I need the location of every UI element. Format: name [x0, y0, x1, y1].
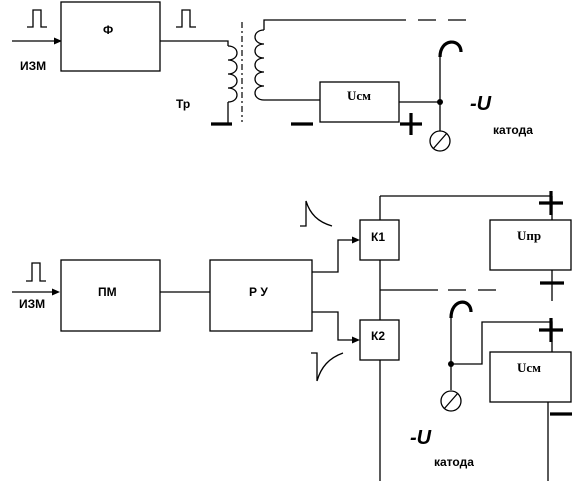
bottom-cathode-icon — [440, 390, 462, 412]
ru-block — [209, 259, 313, 332]
bottom-input-pulse-icon — [26, 262, 46, 282]
top-circuit: ИЗМ Ф Тр Uсм − + — [12, 1, 533, 152]
top-junction-dot — [437, 99, 443, 105]
filter-label: Ф — [103, 23, 113, 37]
pm-block — [60, 259, 161, 332]
secondary-top-wire — [263, 19, 406, 30]
k2-label: К2 — [371, 329, 385, 343]
bottom-cathode-slash — [443, 392, 459, 410]
top-bias-source-label: Uсм — [347, 88, 371, 103]
ru-to-k2-wire — [312, 311, 354, 341]
pm-label: ПМ — [98, 285, 117, 299]
transformer-primary-coil — [227, 45, 238, 103]
transformer-label: Тр — [176, 97, 190, 111]
top-bias-plus-icon — [400, 113, 422, 135]
bottom-circuit: ИЗМ ПМ Р У К1 К2 Uпр — [12, 191, 572, 481]
top-cathode-voltage: -U — [470, 93, 492, 115]
bottom-bias-source-block — [489, 351, 572, 403]
transformer-secondary-coil — [254, 29, 265, 101]
k1-label: К1 — [371, 230, 385, 244]
top-cathode-word: катода — [493, 123, 533, 137]
k1-pulse-icon — [300, 200, 333, 227]
filter-output-pulse-icon — [176, 9, 196, 28]
supply-label: Uпр — [517, 228, 541, 243]
ru-to-k1-arrow-icon — [352, 236, 360, 244]
k2-pulse-icon — [311, 352, 344, 382]
ru-to-k2-arrow-icon — [352, 336, 360, 344]
filter-to-transformer-wire — [160, 40, 229, 46]
bottom-input-arrow-icon — [52, 288, 60, 296]
bottom-input-label: ИЗМ — [19, 297, 45, 311]
bottom-cathode-word: катода — [434, 455, 474, 469]
supply-plus-icon — [539, 191, 563, 215]
top-input-label: ИЗМ — [20, 59, 46, 73]
bottom-bias-source-label: Uсм — [517, 360, 541, 375]
filter-block — [60, 1, 161, 72]
bottom-grid-icon — [449, 300, 473, 319]
top-input-arrow-icon — [54, 37, 62, 45]
supply-block — [489, 219, 572, 271]
top-cathode-slash — [432, 132, 448, 150]
bottom-bias-plus-icon — [539, 318, 563, 342]
bottom-cathode-voltage: -U — [410, 427, 432, 449]
ru-label: Р У — [249, 285, 268, 299]
ru-to-k1-wire — [312, 239, 354, 273]
top-grid-icon — [438, 40, 463, 58]
top-input-pulse-icon — [27, 9, 47, 28]
